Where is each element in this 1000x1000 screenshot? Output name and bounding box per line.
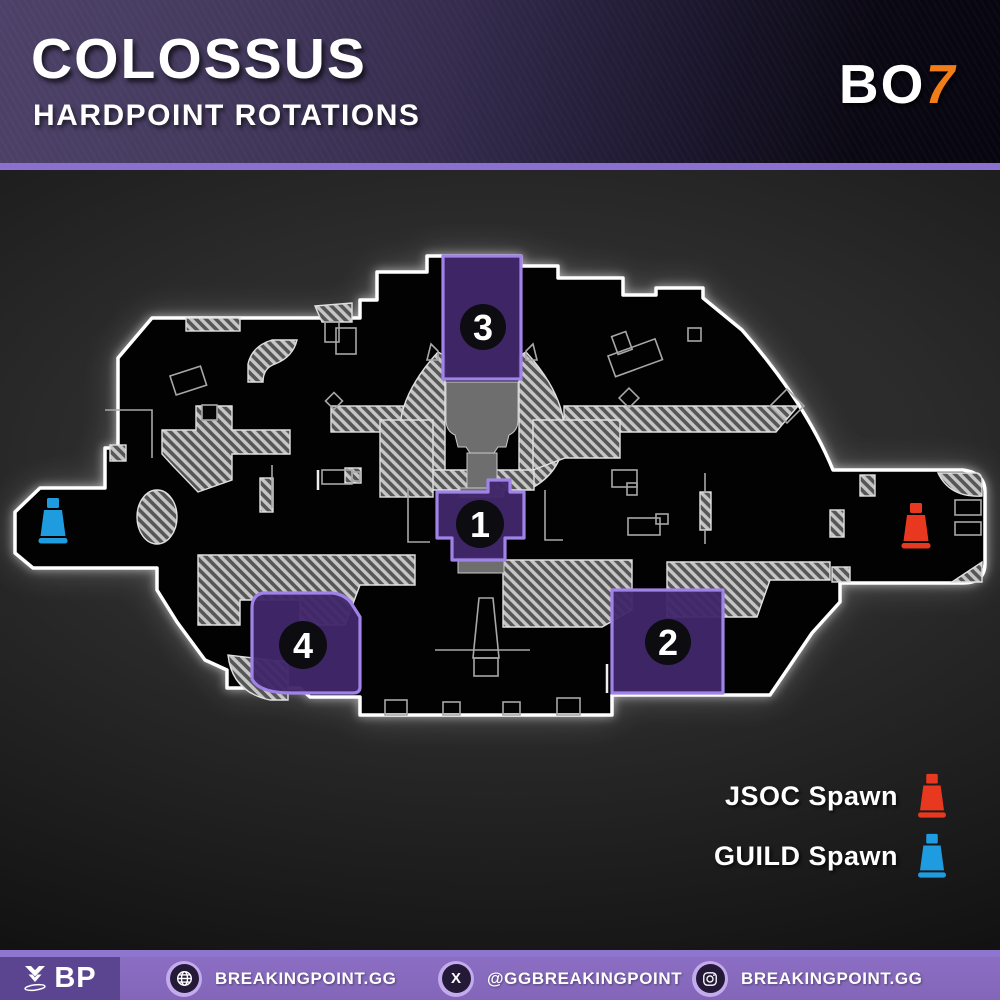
page-title: COLOSSUS [31, 27, 367, 91]
legend-jsoc-label: JSOC Spawn [724, 780, 898, 811]
x-icon: X [438, 960, 474, 997]
bo7-logo-prefix: BO [838, 53, 926, 115]
hardpoint-zone-2 [610, 588, 725, 695]
globe-icon [166, 960, 202, 997]
footer-link-website[interactable]: BREAKINGPOINT.GG [166, 957, 397, 1000]
jsoc-legend-icon [918, 773, 946, 818]
guild-legend-icon [918, 833, 946, 878]
guild-spawn-icon [38, 498, 68, 544]
colossus-map: 3 1 4 2 [13, 254, 987, 717]
map-wall-highlights [316, 470, 609, 693]
hardpoint-2-number: 2 [658, 622, 678, 663]
legend-row-jsoc: JSOC Spawn [725, 772, 948, 820]
legend-row-guild: GUILD Spawn [714, 832, 948, 880]
hardpoint-badges: 3 1 4 2 [279, 304, 691, 669]
hardpoint-4-number: 4 [293, 625, 313, 666]
map-gray-structures [445, 381, 519, 574]
bp-logo-icon [24, 965, 47, 991]
footer-instagram-label: BREAKINGPOINT.GG [741, 968, 923, 988]
jsoc-spawn-icon [901, 503, 931, 549]
footer-accent-line [0, 950, 1000, 957]
legend-guild-label: GUILD Spawn [713, 840, 898, 871]
header-banner: COLOSSUS HARDPOINT ROTATIONS BO7 [0, 0, 1000, 163]
footer-link-x[interactable]: X @GGBREAKINGPOINT [438, 957, 682, 1000]
footer-brand: BP [0, 957, 120, 1000]
hardpoint-zones [250, 254, 725, 695]
bo7-logo: BO7 [838, 52, 964, 116]
hardpoint-3-number: 3 [473, 307, 493, 348]
hardpoint-1-number: 1 [470, 504, 490, 545]
bo7-logo-suffix: 7 [919, 53, 964, 115]
footer-link-instagram[interactable]: BREAKINGPOINT.GG [692, 957, 923, 1000]
footer-x-label: @GGBREAKINGPOINT [487, 968, 683, 988]
header-accent-line [0, 163, 1000, 170]
bp-logo-text: BP [54, 962, 97, 994]
page-subtitle: HARDPOINT ROTATIONS [33, 99, 421, 132]
map-decor [105, 321, 982, 716]
footer-website-label: BREAKINGPOINT.GG [215, 968, 397, 988]
instagram-icon [692, 960, 728, 997]
